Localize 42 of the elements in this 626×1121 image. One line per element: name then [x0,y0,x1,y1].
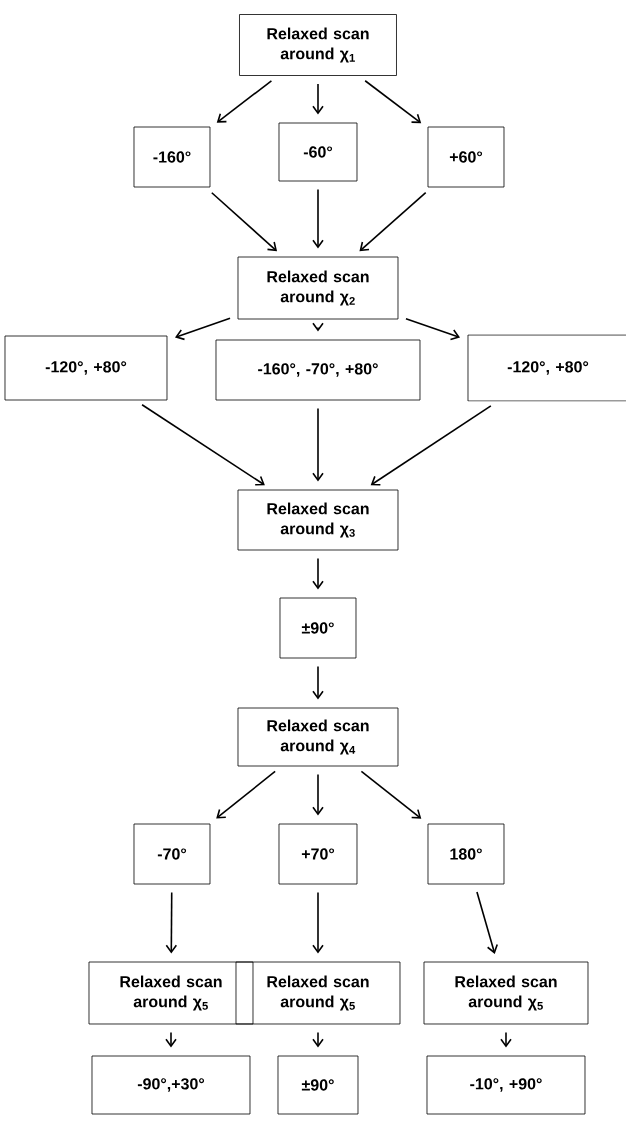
arrow [360,770,422,819]
arrow [312,665,324,700]
arrow [165,1031,177,1048]
process-box: -120°, +80° [467,334,626,402]
process-box: +60° [427,126,505,188]
arrow [165,891,178,954]
arrow [312,891,324,954]
process-box: Relaxed scan around χ$_{3}$ [237,489,399,551]
process-box: Relaxed scan around χ$_{1}$ [239,14,397,76]
process-box: Relaxed scan around χ$_{2}$ [237,256,399,320]
arrow [312,407,324,482]
process-box: -120°, +80° [4,335,168,401]
process-box: -160° [133,126,211,188]
arrow [500,1031,512,1048]
process-box: -160°, -70°, +80° [215,339,421,401]
process-box: Relaxed scan around χ$_{4}$ [237,707,399,767]
arrow [211,191,278,252]
process-box: -70° [133,823,211,885]
process-box: Relaxed scan around χ$_{5}$ [88,961,254,1025]
arrow [370,405,492,486]
process-box: ±90° [277,1055,359,1115]
arrow [312,83,324,115]
arrow [312,773,324,816]
process-box: -90°,+30° [91,1055,251,1115]
process-box: 180° [427,823,505,885]
arrow [364,79,422,124]
arrow [312,557,324,590]
arrow [216,80,273,123]
arrow [312,188,324,249]
arrow [174,317,231,341]
arrow [476,891,499,954]
arrow [141,404,265,486]
process-box: Relaxed scan around χ$_{5}$ [235,961,401,1025]
arrow [216,770,276,819]
arrow [359,191,427,252]
arrow [312,1031,324,1048]
arrow [405,317,461,341]
process-box: ±90° [279,597,357,659]
process-box: Relaxed scan around χ$_{5}$ [423,961,589,1025]
process-box: -60° [278,122,358,182]
process-box: -10°, +90° [426,1055,586,1115]
process-box: +70° [278,823,358,885]
